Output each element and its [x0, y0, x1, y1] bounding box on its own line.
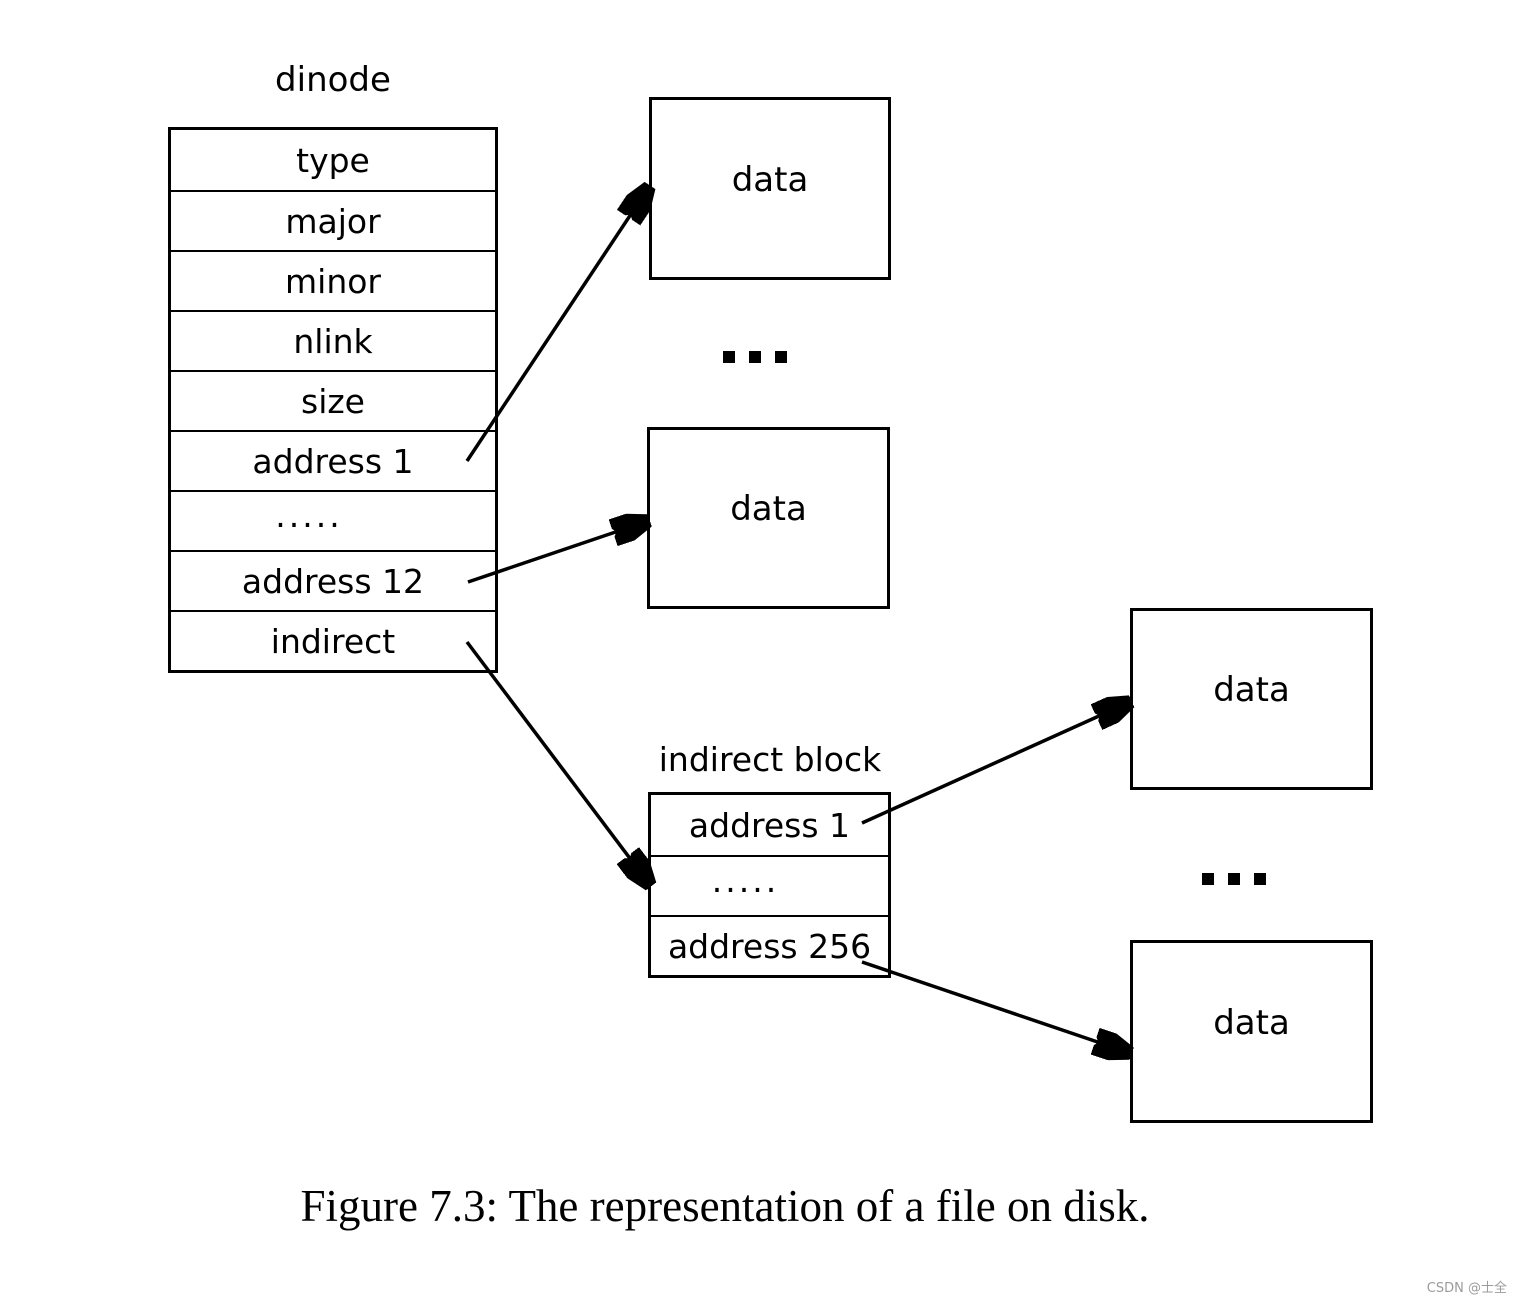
dinode-row-ellipsis: .....: [171, 490, 495, 550]
dinode-row-address-12: address 12: [171, 550, 495, 610]
dinode-table: type major minor nlink size address 1 ..…: [168, 127, 498, 673]
ellipsis-icon: [1202, 873, 1266, 885]
dinode-row-size: size: [171, 370, 495, 430]
ellipsis-dot: [1254, 873, 1266, 885]
dots-label: .....: [275, 495, 343, 535]
arrow-address256-to-data4: [861, 960, 1130, 1053]
row-label: indirect: [270, 621, 396, 661]
row-label: size: [301, 381, 365, 421]
row-label: address 1: [688, 805, 851, 845]
dots-label: .....: [711, 860, 780, 900]
row-label: minor: [285, 261, 381, 301]
indirect-row-address-1: address 1: [651, 795, 888, 855]
row-label: address 12: [241, 561, 425, 601]
dinode-row-address-1: address 1: [171, 430, 495, 490]
row-label: address 1: [252, 441, 414, 481]
dinode-row-type: type: [171, 130, 495, 190]
ellipsis-dot: [749, 351, 761, 363]
data-box-3: data: [1130, 608, 1373, 790]
dinode-row-indirect: indirect: [171, 610, 495, 670]
data-box-4: data: [1130, 940, 1373, 1123]
data-box-1: data: [649, 97, 891, 280]
ellipsis-icon: [723, 351, 787, 363]
dinode-row-nlink: nlink: [171, 310, 495, 370]
indirect-row-address-256: address 256: [651, 915, 888, 975]
dinode-row-major: major: [171, 190, 495, 250]
figure-caption: Figure 7.3: The representation of a file…: [300, 1181, 1150, 1231]
dinode-row-minor: minor: [171, 250, 495, 310]
row-label: address 256: [667, 926, 872, 966]
ellipsis-dot: [723, 351, 735, 363]
indirect-block-title: indirect block: [658, 740, 882, 779]
ellipsis-dot: [775, 351, 787, 363]
ellipsis-dot: [1202, 873, 1214, 885]
indirect-row-ellipsis: .....: [651, 855, 888, 915]
ellipsis-dot: [1228, 873, 1240, 885]
row-label: type: [296, 140, 370, 180]
watermark: CSDN @士全: [1426, 1281, 1507, 1296]
row-label: nlink: [293, 321, 373, 361]
data-box-2: data: [647, 427, 890, 609]
indirect-block-table: address 1 ..... address 256: [648, 792, 891, 978]
dinode-title: dinode: [275, 60, 391, 100]
row-label: major: [285, 201, 381, 241]
